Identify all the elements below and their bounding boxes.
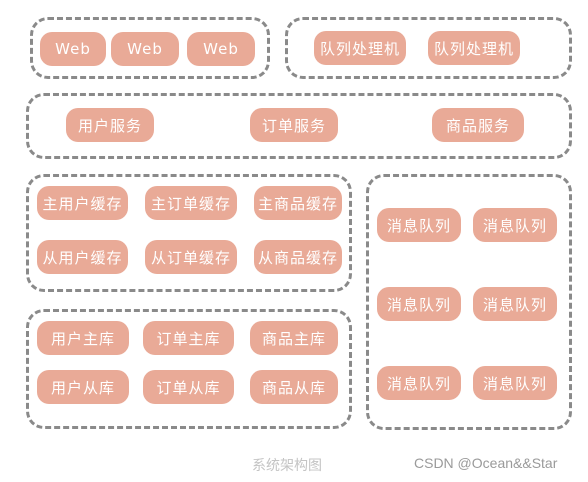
message-queue-node: 消息队列 bbox=[473, 366, 557, 400]
web-node: Web bbox=[187, 32, 255, 66]
service-layer-group bbox=[26, 93, 572, 159]
product-primary-db-node: 商品主库 bbox=[250, 321, 338, 355]
message-queue-node: 消息队列 bbox=[473, 287, 557, 321]
queue-processor-node: 队列处理机 bbox=[314, 31, 406, 65]
primary-order-cache-node: 主订单缓存 bbox=[145, 186, 237, 220]
replica-product-cache-node: 从商品缓存 bbox=[254, 240, 342, 274]
user-primary-db-node: 用户主库 bbox=[37, 321, 129, 355]
order-replica-db-node: 订单从库 bbox=[143, 370, 234, 404]
message-queue-node: 消息队列 bbox=[473, 208, 557, 242]
queue-processor-group bbox=[285, 17, 572, 79]
product-replica-db-node: 商品从库 bbox=[250, 370, 338, 404]
web-node: Web bbox=[111, 32, 179, 66]
message-queue-node: 消息队列 bbox=[377, 366, 461, 400]
cache-layer-group bbox=[26, 174, 352, 292]
web-layer-group bbox=[30, 17, 270, 79]
order-primary-db-node: 订单主库 bbox=[143, 321, 234, 355]
database-layer-group bbox=[26, 309, 352, 429]
watermark: CSDN @Ocean&&Star bbox=[414, 455, 558, 471]
primary-product-cache-node: 主商品缓存 bbox=[254, 186, 342, 220]
order-service-node: 订单服务 bbox=[250, 108, 338, 142]
message-queue-node: 消息队列 bbox=[377, 287, 461, 321]
diagram-caption: 系统架构图 bbox=[252, 458, 322, 474]
queue-processor-node: 队列处理机 bbox=[428, 31, 520, 65]
message-queue-node: 消息队列 bbox=[377, 208, 461, 242]
product-service-node: 商品服务 bbox=[432, 108, 524, 142]
replica-order-cache-node: 从订单缓存 bbox=[145, 240, 237, 274]
replica-user-cache-node: 从用户缓存 bbox=[37, 240, 128, 274]
primary-user-cache-node: 主用户缓存 bbox=[37, 186, 128, 220]
web-node: Web bbox=[40, 32, 106, 66]
user-service-node: 用户服务 bbox=[66, 108, 154, 142]
message-queue-group bbox=[366, 174, 572, 430]
user-replica-db-node: 用户从库 bbox=[37, 370, 129, 404]
